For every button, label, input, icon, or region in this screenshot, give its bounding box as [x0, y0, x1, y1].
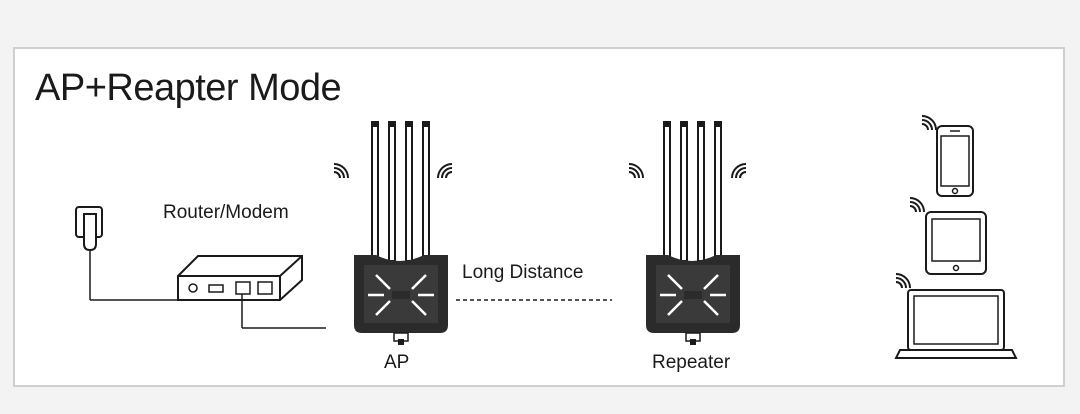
wifi-signal-icon — [333, 163, 349, 179]
access-point-icon — [352, 119, 450, 347]
long-distance-label: Long Distance — [462, 262, 584, 283]
wifi-signal-icon — [731, 163, 747, 179]
router-modem-icon — [177, 255, 326, 329]
access-point-icon — [644, 119, 742, 347]
smartphone-icon — [936, 125, 974, 197]
wifi-signal-icon — [909, 197, 925, 213]
laptop-icon — [894, 289, 1018, 359]
diagram-frame: AP+Reapter Mode Router/Modem Long Distan… — [13, 47, 1065, 387]
tablet-icon — [925, 211, 987, 275]
wifi-signal-icon — [895, 273, 911, 289]
wifi-signal-icon — [437, 163, 453, 179]
router-label: Router/Modem — [163, 202, 289, 223]
wifi-signal-icon — [628, 163, 644, 179]
ap-label: AP — [384, 352, 410, 373]
repeater-label: Repeater — [652, 352, 731, 373]
diagram-title: AP+Reapter Mode — [35, 67, 342, 109]
wifi-signal-icon — [921, 115, 937, 131]
